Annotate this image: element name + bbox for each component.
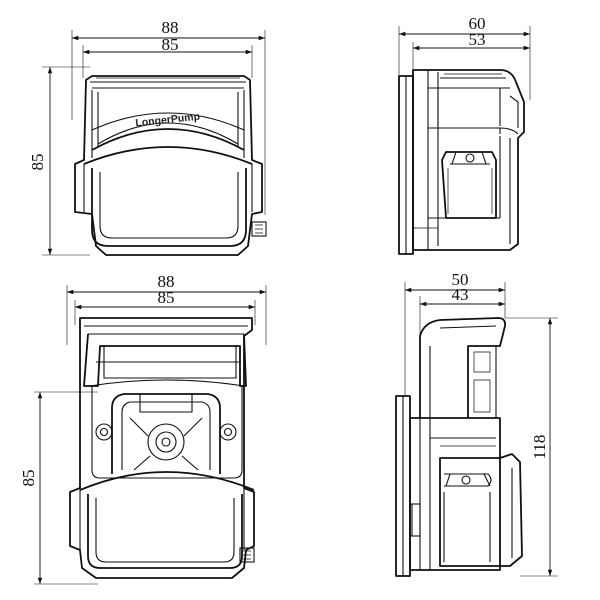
front-open-housing xyxy=(69,317,255,579)
front-open-width-inner: 85 xyxy=(158,288,175,307)
front-closed-height: 85 xyxy=(28,154,47,171)
side-view-open: 50 43 118 xyxy=(395,270,558,577)
front-closed-housing xyxy=(74,75,267,256)
side-view-open-dimensions xyxy=(404,282,558,577)
side-view-closed-dimensions xyxy=(398,26,531,100)
front-open-width-outer: 88 xyxy=(158,272,175,291)
side-open-height: 118 xyxy=(530,435,549,460)
side-open-depth-inner: 43 xyxy=(452,285,469,304)
front-view-open: 88 85 85 xyxy=(19,272,267,585)
side-open-depth-outer: 50 xyxy=(452,270,469,289)
side-open-housing xyxy=(395,317,523,577)
front-closed-width-inner: 85 xyxy=(162,35,179,54)
side-closed-depth-inner: 53 xyxy=(469,30,486,49)
front-closed-width-outer: 88 xyxy=(162,18,179,37)
side-view-closed: 60 53 xyxy=(398,14,531,255)
front-view-closed-dimensions xyxy=(42,30,266,256)
side-closed-depth-outer: 60 xyxy=(469,14,486,33)
front-view-open-dimensions xyxy=(34,285,267,585)
front-open-height: 85 xyxy=(19,470,38,487)
brand-logo: LongerPump xyxy=(135,111,201,130)
side-closed-housing xyxy=(398,69,525,255)
front-view-closed: 88 85 85 LongerPump xyxy=(28,18,267,256)
